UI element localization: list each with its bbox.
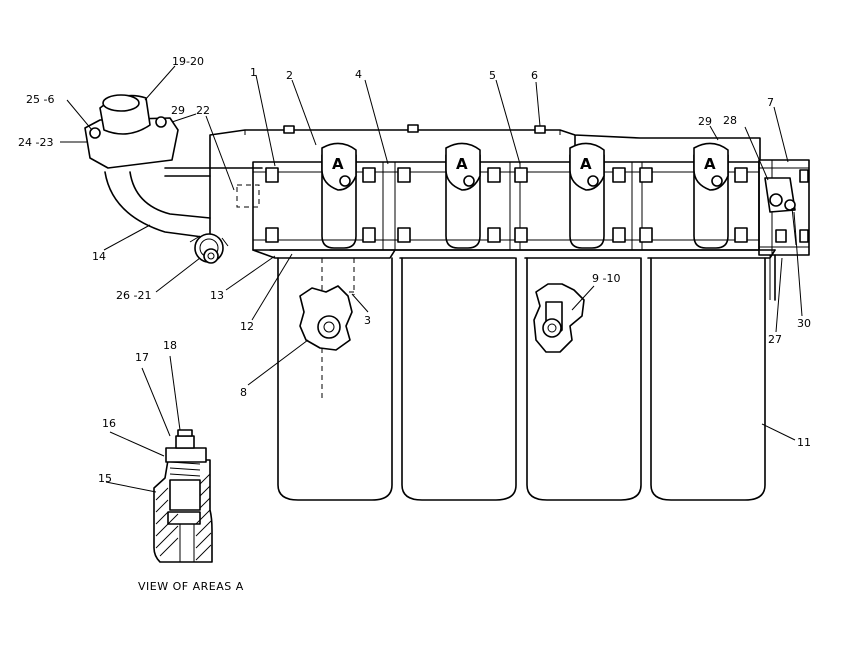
area-a-callout-1: A [321, 142, 357, 191]
part-label-4: 4 [355, 68, 362, 81]
part-label-3: 3 [364, 314, 371, 327]
part-label-9-10: 9 -10 [592, 272, 620, 285]
drain-plug-cutaways [299, 283, 585, 353]
part-label-16: 16 [102, 417, 116, 430]
detail-view-caption: VIEW OF AREAS A [138, 580, 244, 593]
part-label-22: 22 [196, 104, 210, 117]
part-label-26-21: 26 -21 [116, 289, 151, 302]
part-label-6: 6 [531, 69, 538, 82]
part-label-1: 1 [250, 66, 257, 79]
part-label-12: 12 [240, 320, 254, 333]
area-a-callout-2: A [445, 142, 481, 191]
leader-lines [60, 65, 803, 493]
part-label-2: 2 [286, 69, 293, 82]
housing-bolts [265, 167, 809, 243]
part-label-27: 27 [768, 333, 782, 346]
part-label-29-right: 29 [698, 115, 712, 128]
part-label-25-6: 25 -6 [26, 93, 54, 106]
area-a-letter: A [704, 155, 716, 173]
part-label-15: 15 [98, 472, 112, 485]
part-label-14: 14 [92, 250, 106, 263]
area-a-letter: A [580, 155, 592, 173]
part-label-24-23: 24 -23 [18, 136, 53, 149]
area-a-letter: A [332, 155, 344, 173]
filter-straps [321, 154, 729, 249]
part-label-29-left: 29 [171, 104, 185, 117]
part-label-11: 11 [797, 436, 811, 449]
part-label-7: 7 [767, 96, 774, 109]
right-end-fittings [764, 177, 797, 301]
part-labels: 1 2 4 5 6 7 28 29 29 22 19-20 25 -6 24 -… [18, 55, 811, 485]
part-label-13: 13 [210, 289, 224, 302]
area-a-letter: A [456, 155, 468, 173]
part-label-18: 18 [163, 339, 177, 352]
sensor-plug [189, 233, 229, 264]
part-label-17: 17 [135, 351, 149, 364]
inlet-elbow [84, 94, 211, 239]
filter-canisters [277, 257, 766, 501]
detail-view-areas-a: VIEW OF AREAS A [138, 429, 244, 593]
area-a-callouts: A A A A [321, 142, 729, 191]
part-label-19-20: 19-20 [172, 55, 204, 68]
area-a-callout-4: A [693, 142, 729, 191]
part-label-30: 30 [797, 317, 811, 330]
part-label-5: 5 [489, 69, 496, 82]
part-label-28: 28 [723, 114, 737, 127]
part-label-8: 8 [240, 386, 247, 399]
area-a-callout-3: A [569, 142, 605, 191]
top-cover-plate [209, 124, 761, 241]
